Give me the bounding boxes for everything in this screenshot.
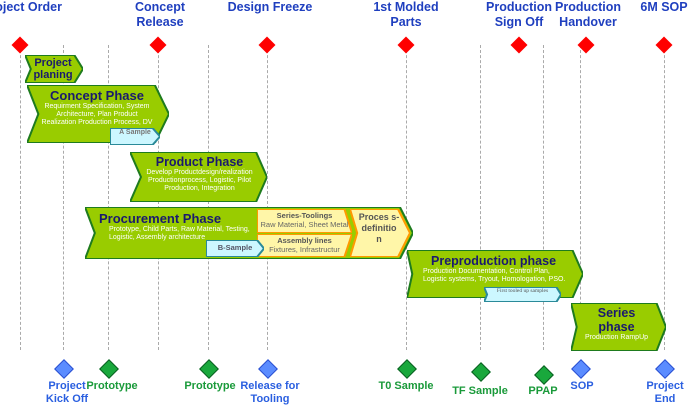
project-planning-phase: Project planing bbox=[25, 55, 83, 83]
grid-line bbox=[20, 45, 21, 350]
box-title: Assembly lines bbox=[277, 236, 332, 245]
milestone-label: Release for Tooling bbox=[240, 380, 300, 405]
product-phase: Product Phase Develop Productdesign/real… bbox=[130, 152, 267, 202]
milestone-label: Production Sign Off bbox=[486, 0, 552, 29]
milestone-label: Project End bbox=[646, 380, 684, 405]
milestone-label: Prototype bbox=[184, 380, 236, 392]
phase-title: Procurement Phase bbox=[99, 211, 222, 226]
milestone-label: SOP bbox=[570, 380, 594, 392]
grid-line bbox=[267, 45, 268, 350]
red-diamond-icon bbox=[655, 36, 673, 54]
b-sample-marker: B-Sample bbox=[206, 240, 264, 257]
grid-line bbox=[406, 45, 407, 350]
red-diamond-icon bbox=[510, 36, 528, 54]
box-description: Raw Material, Sheet Metal bbox=[260, 220, 349, 229]
box-description: Fixtures, Infrastructur bbox=[269, 245, 340, 254]
milestone-label: Concept Release bbox=[135, 0, 185, 29]
phase-description: Develop Productdesign/realization Produc… bbox=[146, 169, 253, 192]
milestone-label: 6M SOP bbox=[640, 0, 688, 14]
phase-title: Product Phase bbox=[155, 155, 244, 169]
green-diamond-icon bbox=[199, 359, 219, 379]
phase-description: Production Documentation, Control Plan, … bbox=[423, 268, 566, 283]
milestone-label: T0 Sample bbox=[378, 380, 434, 392]
green-diamond-icon bbox=[471, 362, 491, 382]
phase-description: Production RampUp bbox=[584, 334, 649, 341]
phase-title: Preproduction phase bbox=[431, 254, 557, 268]
milestone-label: Project Kick Off bbox=[45, 380, 89, 405]
a-sample-marker: A Sample bbox=[110, 128, 160, 145]
grid-line bbox=[63, 45, 64, 350]
phase-description: Requirment Specification, System Archite… bbox=[41, 103, 153, 126]
phase-title: Project planing bbox=[33, 57, 73, 81]
grid-line bbox=[664, 45, 665, 350]
box-title: Series-Toolings bbox=[276, 211, 333, 220]
phase-description: Prototype, Child Parts, Raw Material, Te… bbox=[109, 226, 250, 241]
red-diamond-icon bbox=[397, 36, 415, 54]
milestone-label: Design Freeze bbox=[227, 0, 313, 14]
blue-diamond-icon bbox=[571, 359, 591, 379]
sample-label: First tooled up samples bbox=[496, 288, 549, 294]
grid-line bbox=[480, 45, 481, 350]
milestone-label: Project Order bbox=[0, 0, 62, 14]
milestone-label: Prototype bbox=[86, 380, 138, 392]
milestone-label: 1st Molded Parts bbox=[373, 0, 439, 29]
green-diamond-icon bbox=[397, 359, 417, 379]
box-title: Proces s-definitio n bbox=[358, 212, 400, 244]
preproduction-phase: Preproduction phase Production Documenta… bbox=[407, 250, 583, 298]
series-phase: Series phase Production RampUp bbox=[571, 303, 666, 351]
first-tooled-samples-marker: First tooled up samples bbox=[484, 287, 561, 302]
sample-label: B-Sample bbox=[217, 243, 253, 252]
sample-label: A Sample bbox=[119, 129, 151, 136]
blue-diamond-icon bbox=[258, 359, 278, 379]
milestone-label: TF Sample bbox=[452, 385, 508, 397]
grid-line bbox=[108, 45, 109, 350]
blue-diamond-icon bbox=[655, 359, 675, 379]
phase-title: Concept Phase bbox=[50, 88, 144, 103]
milestone-label: Production Handover bbox=[555, 0, 621, 29]
grid-line bbox=[543, 45, 544, 350]
red-diamond-icon bbox=[11, 36, 29, 54]
phase-title: Series phase bbox=[597, 306, 636, 334]
milestone-label: PPAP bbox=[528, 385, 558, 397]
green-diamond-icon bbox=[99, 359, 119, 379]
blue-diamond-icon bbox=[54, 359, 74, 379]
red-diamond-icon bbox=[149, 36, 167, 54]
red-diamond-icon bbox=[258, 36, 276, 54]
process-definition-box: Proces s-definitio n bbox=[350, 209, 410, 257]
grid-line bbox=[580, 45, 581, 350]
